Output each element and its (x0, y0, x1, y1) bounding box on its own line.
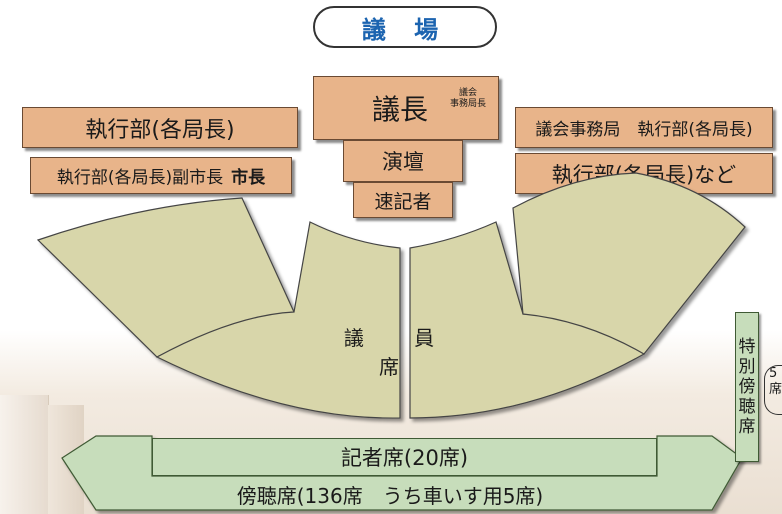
right-secretariat-label: 議会事務局 執行部(各局長) (535, 120, 753, 140)
left-executive-label: 執行部(各局長) (85, 117, 235, 143)
press-seats: 記者席(20席) (152, 438, 657, 476)
mayor-label: 市長 (231, 168, 266, 188)
left-executive-box: 執行部(各局長) (22, 107, 298, 148)
page-title: 議 場 (313, 6, 497, 48)
podium-box: 演壇 (343, 140, 463, 182)
right-secretariat-box: 議会事務局 執行部(各局長) (515, 107, 773, 148)
member-seat-block-center-left (155, 221, 401, 419)
special-char: 傍 (738, 377, 756, 397)
stenographer-box: 速記者 (353, 182, 453, 218)
special-char: 別 (738, 357, 756, 377)
left-deputy-box: 執行部(各局長)副市長 市長 (30, 157, 292, 194)
special-char: 聴 (738, 397, 756, 417)
chair-label: 議長 (372, 93, 429, 126)
special-char: 特 (738, 337, 756, 357)
member-seats-label: 議 員 席 (343, 326, 457, 379)
special-char: 席 (738, 417, 756, 437)
member-seat-block-far-right (512, 172, 746, 355)
special-seat-count: 5 席 (764, 365, 782, 415)
secretariat-general-label: 議会 事務局長 (449, 88, 486, 109)
background-door (0, 395, 49, 514)
gallery-seats-label: 傍聴席(136席 うち車いす用5席) (236, 483, 544, 508)
chair-box: 議長 (313, 76, 499, 140)
special-gallery-seats: 特 別 傍 聴 席 (735, 312, 759, 462)
stenographer-label: 速記者 (374, 190, 432, 213)
podium-label: 演壇 (382, 150, 424, 174)
gallery-seat-outline (61, 435, 743, 511)
left-deputy-label: 執行部(各局長)副市長 (56, 168, 224, 188)
press-seats-label: 記者席(20席) (340, 446, 469, 470)
